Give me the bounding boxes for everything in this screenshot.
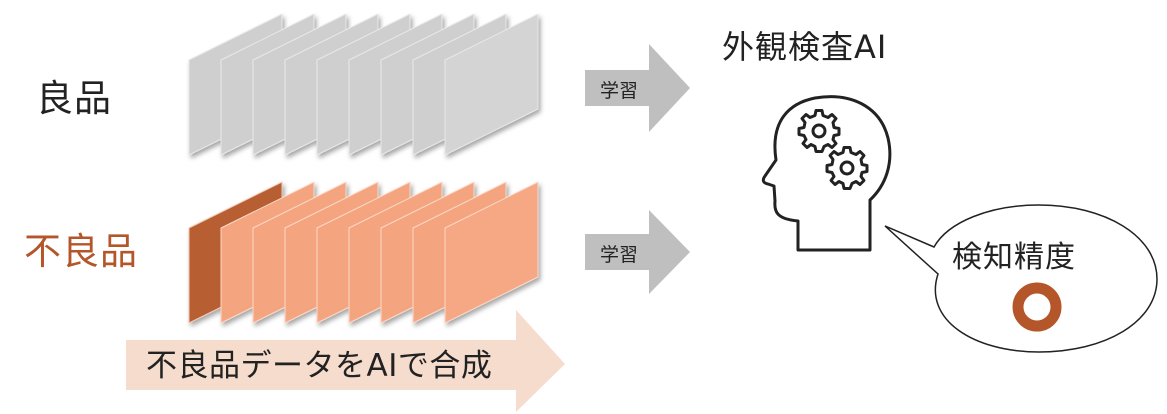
- circle-mark-icon: [1012, 282, 1062, 332]
- speech-bubble: [884, 204, 1158, 353]
- synthesize-arrow: [126, 310, 565, 412]
- learn-arrow-bottom: [585, 210, 690, 294]
- visual-inspection-ai-title: 外観検査AI: [722, 28, 888, 66]
- learn-label-top: 学習: [600, 80, 639, 102]
- defective-product-label: 不良品: [24, 230, 138, 273]
- detection-accuracy-label: 検知精度: [952, 240, 1076, 275]
- head-with-gears-icon: [761, 95, 892, 252]
- defective-sample-stack: [188, 181, 539, 324]
- learn-arrow-top: [585, 44, 690, 132]
- synthesize-label: 不良品データをAIで合成: [146, 348, 493, 384]
- learn-label-bottom: 学習: [600, 244, 639, 266]
- good-product-label: 良品: [36, 77, 112, 120]
- good-sample-stack: [188, 13, 539, 156]
